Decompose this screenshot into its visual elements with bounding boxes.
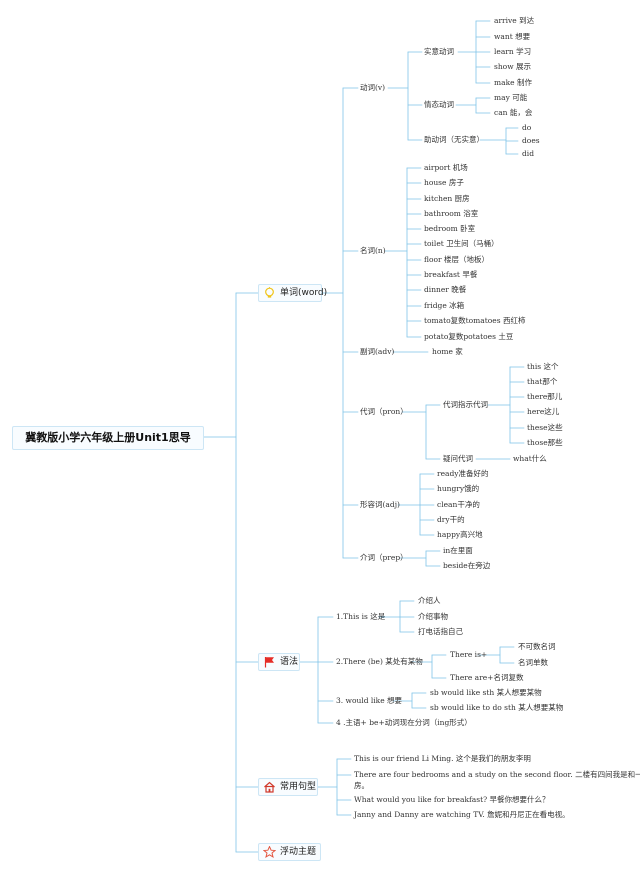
- node-adj[interactable]: 形容词(adj): [360, 500, 400, 509]
- node-verb-modal[interactable]: 情态动词: [424, 100, 454, 109]
- sentence-item[interactable]: Janny and Danny are watching TV. 詹妮和丹尼正在…: [354, 810, 570, 819]
- branch-words[interactable]: 单词(word): [258, 284, 327, 302]
- node-adv[interactable]: 副词(adv): [360, 347, 395, 356]
- leaf-pron-demo[interactable]: that那个: [527, 377, 558, 386]
- branch-grammar-label: 语法: [280, 657, 299, 667]
- node-verb[interactable]: 动词(v): [360, 83, 386, 92]
- leaf-noun[interactable]: fridge 冰箱: [424, 301, 465, 310]
- root-topic[interactable]: 冀教版小学六年级上册Unit1思导: [12, 426, 204, 450]
- node-grammar-3[interactable]: 3. would like 想要: [336, 696, 403, 705]
- leaf-verb-aux[interactable]: do: [522, 123, 532, 132]
- node-verb-aux[interactable]: 助动词（无实意）: [424, 135, 484, 144]
- node-there-is[interactable]: There is+: [450, 650, 488, 659]
- leaf-noun[interactable]: house 房子: [424, 178, 464, 187]
- sentence-item[interactable]: This is our friend Li Ming. 这个是我们的朋友李明: [354, 754, 531, 763]
- leaf-noun[interactable]: tomato复数tomatoes 西红柿: [424, 316, 526, 325]
- node-grammar-4[interactable]: 4 .主语+ be+动词现在分词（ing形式）: [336, 718, 472, 727]
- branch-sentences[interactable]: 常用句型: [258, 778, 318, 796]
- branch-float-label: 浮动主题: [280, 847, 317, 857]
- leaf-pron-demo[interactable]: here这儿: [527, 407, 560, 416]
- leaf-noun[interactable]: bedroom 卧室: [424, 224, 476, 233]
- leaf-adj[interactable]: clean干净的: [437, 500, 480, 509]
- leaf-verb-real[interactable]: show 展示: [494, 62, 531, 71]
- sentence-item[interactable]: What would you like for breakfast? 早餐你想要…: [354, 795, 550, 804]
- leaf-verb-aux[interactable]: does: [522, 136, 540, 145]
- leaf-grammar-1[interactable]: 介绍事物: [418, 612, 448, 621]
- leaf-adj[interactable]: happy高兴地: [437, 530, 483, 539]
- leaf-verb-aux[interactable]: did: [522, 149, 535, 158]
- leaf-noun[interactable]: breakfast 早餐: [424, 270, 478, 279]
- leaf-prep[interactable]: in在里面: [443, 546, 473, 555]
- branch-float[interactable]: 浮动主题: [258, 843, 321, 861]
- leaf-verb-modal[interactable]: can 能，会: [494, 108, 533, 117]
- leaf-grammar-3[interactable]: sb would like to do sth 某人想要某物: [430, 703, 564, 712]
- sentence-item-continued: 房。: [354, 781, 369, 790]
- leaf-verb-modal[interactable]: may 可能: [494, 93, 528, 102]
- leaf-verb-real[interactable]: learn 学习: [494, 47, 532, 56]
- leaf-there-are[interactable]: There are+名词复数: [450, 673, 524, 682]
- lightbulb-icon: [265, 287, 274, 298]
- flag-icon: [264, 657, 274, 668]
- leaf-noun[interactable]: potato复数potatoes 土豆: [424, 332, 514, 341]
- leaf-grammar-3[interactable]: sb would like sth 某人想要某物: [430, 688, 542, 697]
- leaf-pron-inter[interactable]: what什么: [513, 454, 547, 463]
- leaf-verb-real[interactable]: make 制作: [494, 78, 532, 87]
- sentence-item[interactable]: There are four bedrooms and a study on t…: [354, 770, 640, 779]
- house-icon: [264, 781, 275, 793]
- leaf-pron-demo[interactable]: these这些: [527, 423, 563, 432]
- leaf-there-is[interactable]: 不可数名词: [518, 642, 556, 651]
- node-verb-real[interactable]: 实意动词: [424, 47, 454, 56]
- leaf-pron-demo[interactable]: those那些: [527, 438, 563, 447]
- leaf-pron-demo[interactable]: there那儿: [527, 392, 563, 401]
- leaf-adj[interactable]: hungry饿的: [437, 484, 480, 493]
- leaf-verb-real[interactable]: arrive 到达: [494, 16, 535, 25]
- leaf-noun[interactable]: floor 楼层（地板）: [424, 255, 490, 264]
- leaf-noun[interactable]: bathroom 浴室: [424, 209, 479, 218]
- leaf-noun[interactable]: kitchen 厨房: [424, 194, 470, 203]
- node-pron-demo[interactable]: 代词指示代词: [443, 400, 488, 409]
- leaf-grammar-1[interactable]: 介绍人: [418, 596, 441, 605]
- leaf-adj[interactable]: ready准备好的: [437, 469, 489, 478]
- root-topic-label: 冀教版小学六年级上册Unit1思导: [25, 431, 191, 444]
- leaf-grammar-1[interactable]: 打电话指自己: [418, 627, 463, 636]
- node-prep[interactable]: 介词（prep）: [360, 553, 408, 562]
- leaf-adj[interactable]: dry干的: [437, 515, 465, 524]
- node-grammar-1[interactable]: 1.This is 这是: [336, 612, 386, 621]
- leaf-pron-demo[interactable]: this 这个: [527, 362, 559, 371]
- node-pron[interactable]: 代词（pron）: [360, 407, 408, 416]
- branch-sentences-label: 常用句型: [280, 782, 317, 792]
- branch-words-label: 单词(word): [280, 288, 328, 298]
- leaf-noun[interactable]: dinner 晚餐: [424, 285, 467, 294]
- branch-grammar[interactable]: 语法: [258, 653, 300, 671]
- node-noun[interactable]: 名词(n): [360, 246, 386, 255]
- node-pron-inter[interactable]: 疑问代词: [443, 454, 473, 463]
- leaf-prep[interactable]: beside在旁边: [443, 561, 491, 570]
- leaf-there-is[interactable]: 名词单数: [518, 658, 548, 667]
- leaf-noun[interactable]: toilet 卫生间（马桶）: [424, 239, 499, 248]
- leaf-noun[interactable]: airport 机场: [424, 163, 468, 172]
- node-grammar-2[interactable]: 2.There (be) 某处有某物: [336, 657, 423, 666]
- leaf-adv[interactable]: home 家: [432, 347, 463, 356]
- leaf-verb-real[interactable]: want 想要: [494, 32, 531, 41]
- star-icon: [263, 846, 276, 858]
